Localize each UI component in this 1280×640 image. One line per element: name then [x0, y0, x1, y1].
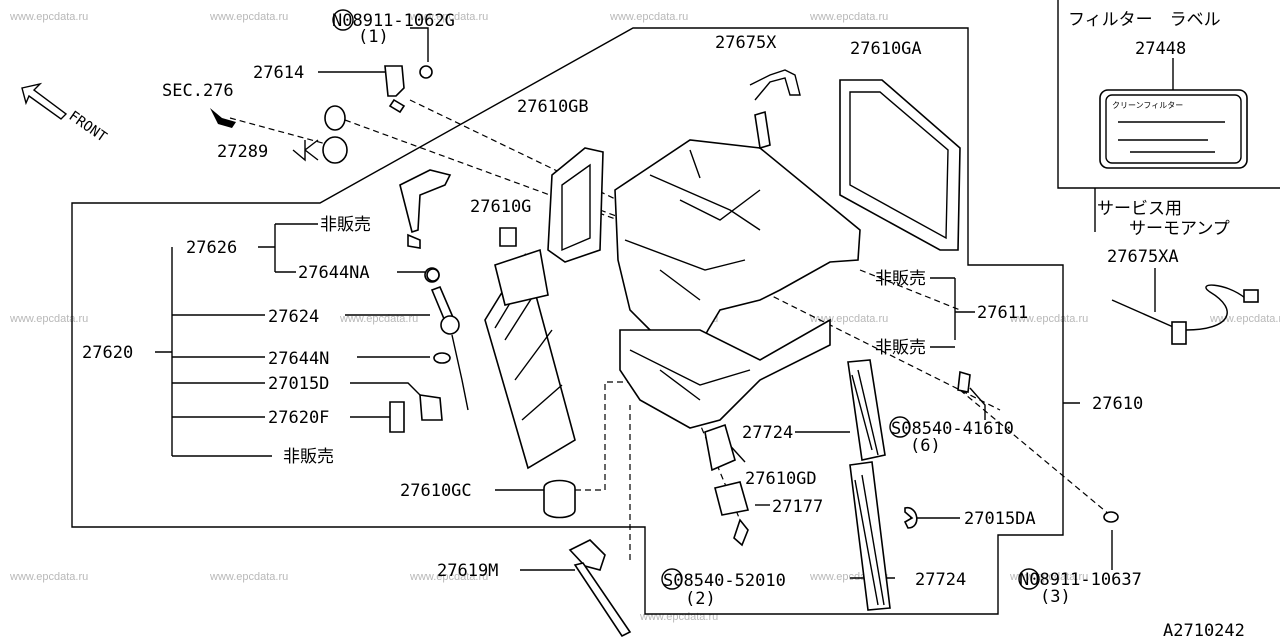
svg-text:www.epcdata.ru: www.epcdata.ru — [809, 313, 888, 325]
label-27610g: 27610G — [470, 197, 531, 217]
part-27675xa: 27675XA — [1107, 247, 1179, 267]
svg-text:www.epcdata.ru: www.epcdata.ru — [609, 11, 688, 23]
label-qty-2: (2) — [685, 589, 716, 609]
label-27626: 27626 — [186, 238, 237, 258]
label-27619m: 27619M — [437, 561, 498, 581]
svg-text:www.epcdata.ru: www.epcdata.ru — [339, 313, 418, 325]
projection-lines — [229, 99, 1111, 560]
inset-service-title1: サービス用 — [1097, 199, 1182, 219]
label-27620f: 27620F — [268, 408, 329, 428]
inset-service-title2: サーモアンプ — [1129, 219, 1230, 239]
label-n08911-1062g: N08911-1062G — [332, 11, 455, 31]
label-27289: 27289 — [217, 142, 268, 162]
label-27644n: 27644N — [268, 349, 329, 369]
svg-text:www.epcdata.ru: www.epcdata.ru — [1009, 313, 1088, 325]
svg-text:www.epcdata.ru: www.epcdata.ru — [1009, 571, 1088, 583]
leader-lines — [155, 27, 1113, 579]
label-hihanbai-3: 非販売 — [875, 269, 926, 289]
thermo-amp-drawing — [1111, 268, 1259, 345]
filter-label-print: クリーンフィルター — [1112, 101, 1183, 110]
front-label: FRONT — [66, 108, 110, 146]
label-27614: 27614 — [253, 63, 304, 83]
label-s08540-52010: S08540-52010 — [663, 571, 786, 591]
inset-filter-frame — [1057, 0, 1280, 189]
label-27610gb: 27610GB — [517, 97, 589, 117]
svg-text:www.epcdata.ru: www.epcdata.ru — [9, 11, 88, 23]
sec-arrow-icon — [210, 108, 236, 128]
svg-text:www.epcdata.ru: www.epcdata.ru — [209, 571, 288, 583]
label-27724-b: 27724 — [915, 570, 966, 590]
label-27015da: 27015DA — [964, 509, 1036, 529]
label-qty-1: (1) — [358, 27, 389, 47]
label-27610gc: 27610GC — [400, 481, 472, 501]
drawing-id: A2710242 — [1163, 621, 1245, 640]
label-qty-3: (3) — [1040, 587, 1071, 607]
label-s08540-41610: S08540-41610 — [891, 419, 1014, 439]
svg-text:www.epcdata.ru: www.epcdata.ru — [639, 611, 718, 623]
label-27611: 27611 — [977, 303, 1028, 323]
label-hihanbai-1: 非販売 — [320, 215, 371, 235]
label-27624: 27624 — [268, 307, 319, 327]
label-hihanbai-4: 非販売 — [875, 338, 926, 358]
label-n08911-10637: N08911-10637 — [1019, 570, 1142, 590]
label-27610: 27610 — [1092, 394, 1143, 414]
svg-text:www.epcdata.ru: www.epcdata.ru — [209, 11, 288, 23]
label-27620: 27620 — [82, 343, 133, 363]
svg-text:www.epcdata.ru: www.epcdata.ru — [809, 11, 888, 23]
filter-label-drawing — [1099, 58, 1248, 169]
label-27610gd: 27610GD — [745, 469, 817, 489]
svg-text:www.epcdata.ru: www.epcdata.ru — [409, 571, 488, 583]
part-27448: 27448 — [1135, 39, 1186, 59]
label-27675x: 27675X — [715, 33, 777, 53]
svg-text:www.epcdata.ru: www.epcdata.ru — [9, 571, 88, 583]
svg-text:www.epcdata.ru: www.epcdata.ru — [409, 11, 488, 23]
label-27610ga: 27610GA — [850, 39, 922, 59]
svg-text:www.epcdata.ru: www.epcdata.ru — [9, 313, 88, 325]
label-27177: 27177 — [772, 497, 823, 517]
sec-ref: SEC.276 — [162, 81, 234, 101]
front-arrow-icon — [21, 82, 68, 120]
inset-filter-title: フィルター ラベル — [1068, 10, 1221, 30]
label-27015d: 27015D — [268, 374, 329, 394]
label-qty-6: (6) — [910, 436, 941, 456]
assembly-boundary — [71, 27, 1064, 615]
label-27724-a: 27724 — [742, 423, 793, 443]
label-27644na: 27644NA — [298, 263, 370, 283]
label-hihanbai-2: 非販売 — [283, 447, 334, 467]
parts-drawings — [322, 9, 1119, 638]
